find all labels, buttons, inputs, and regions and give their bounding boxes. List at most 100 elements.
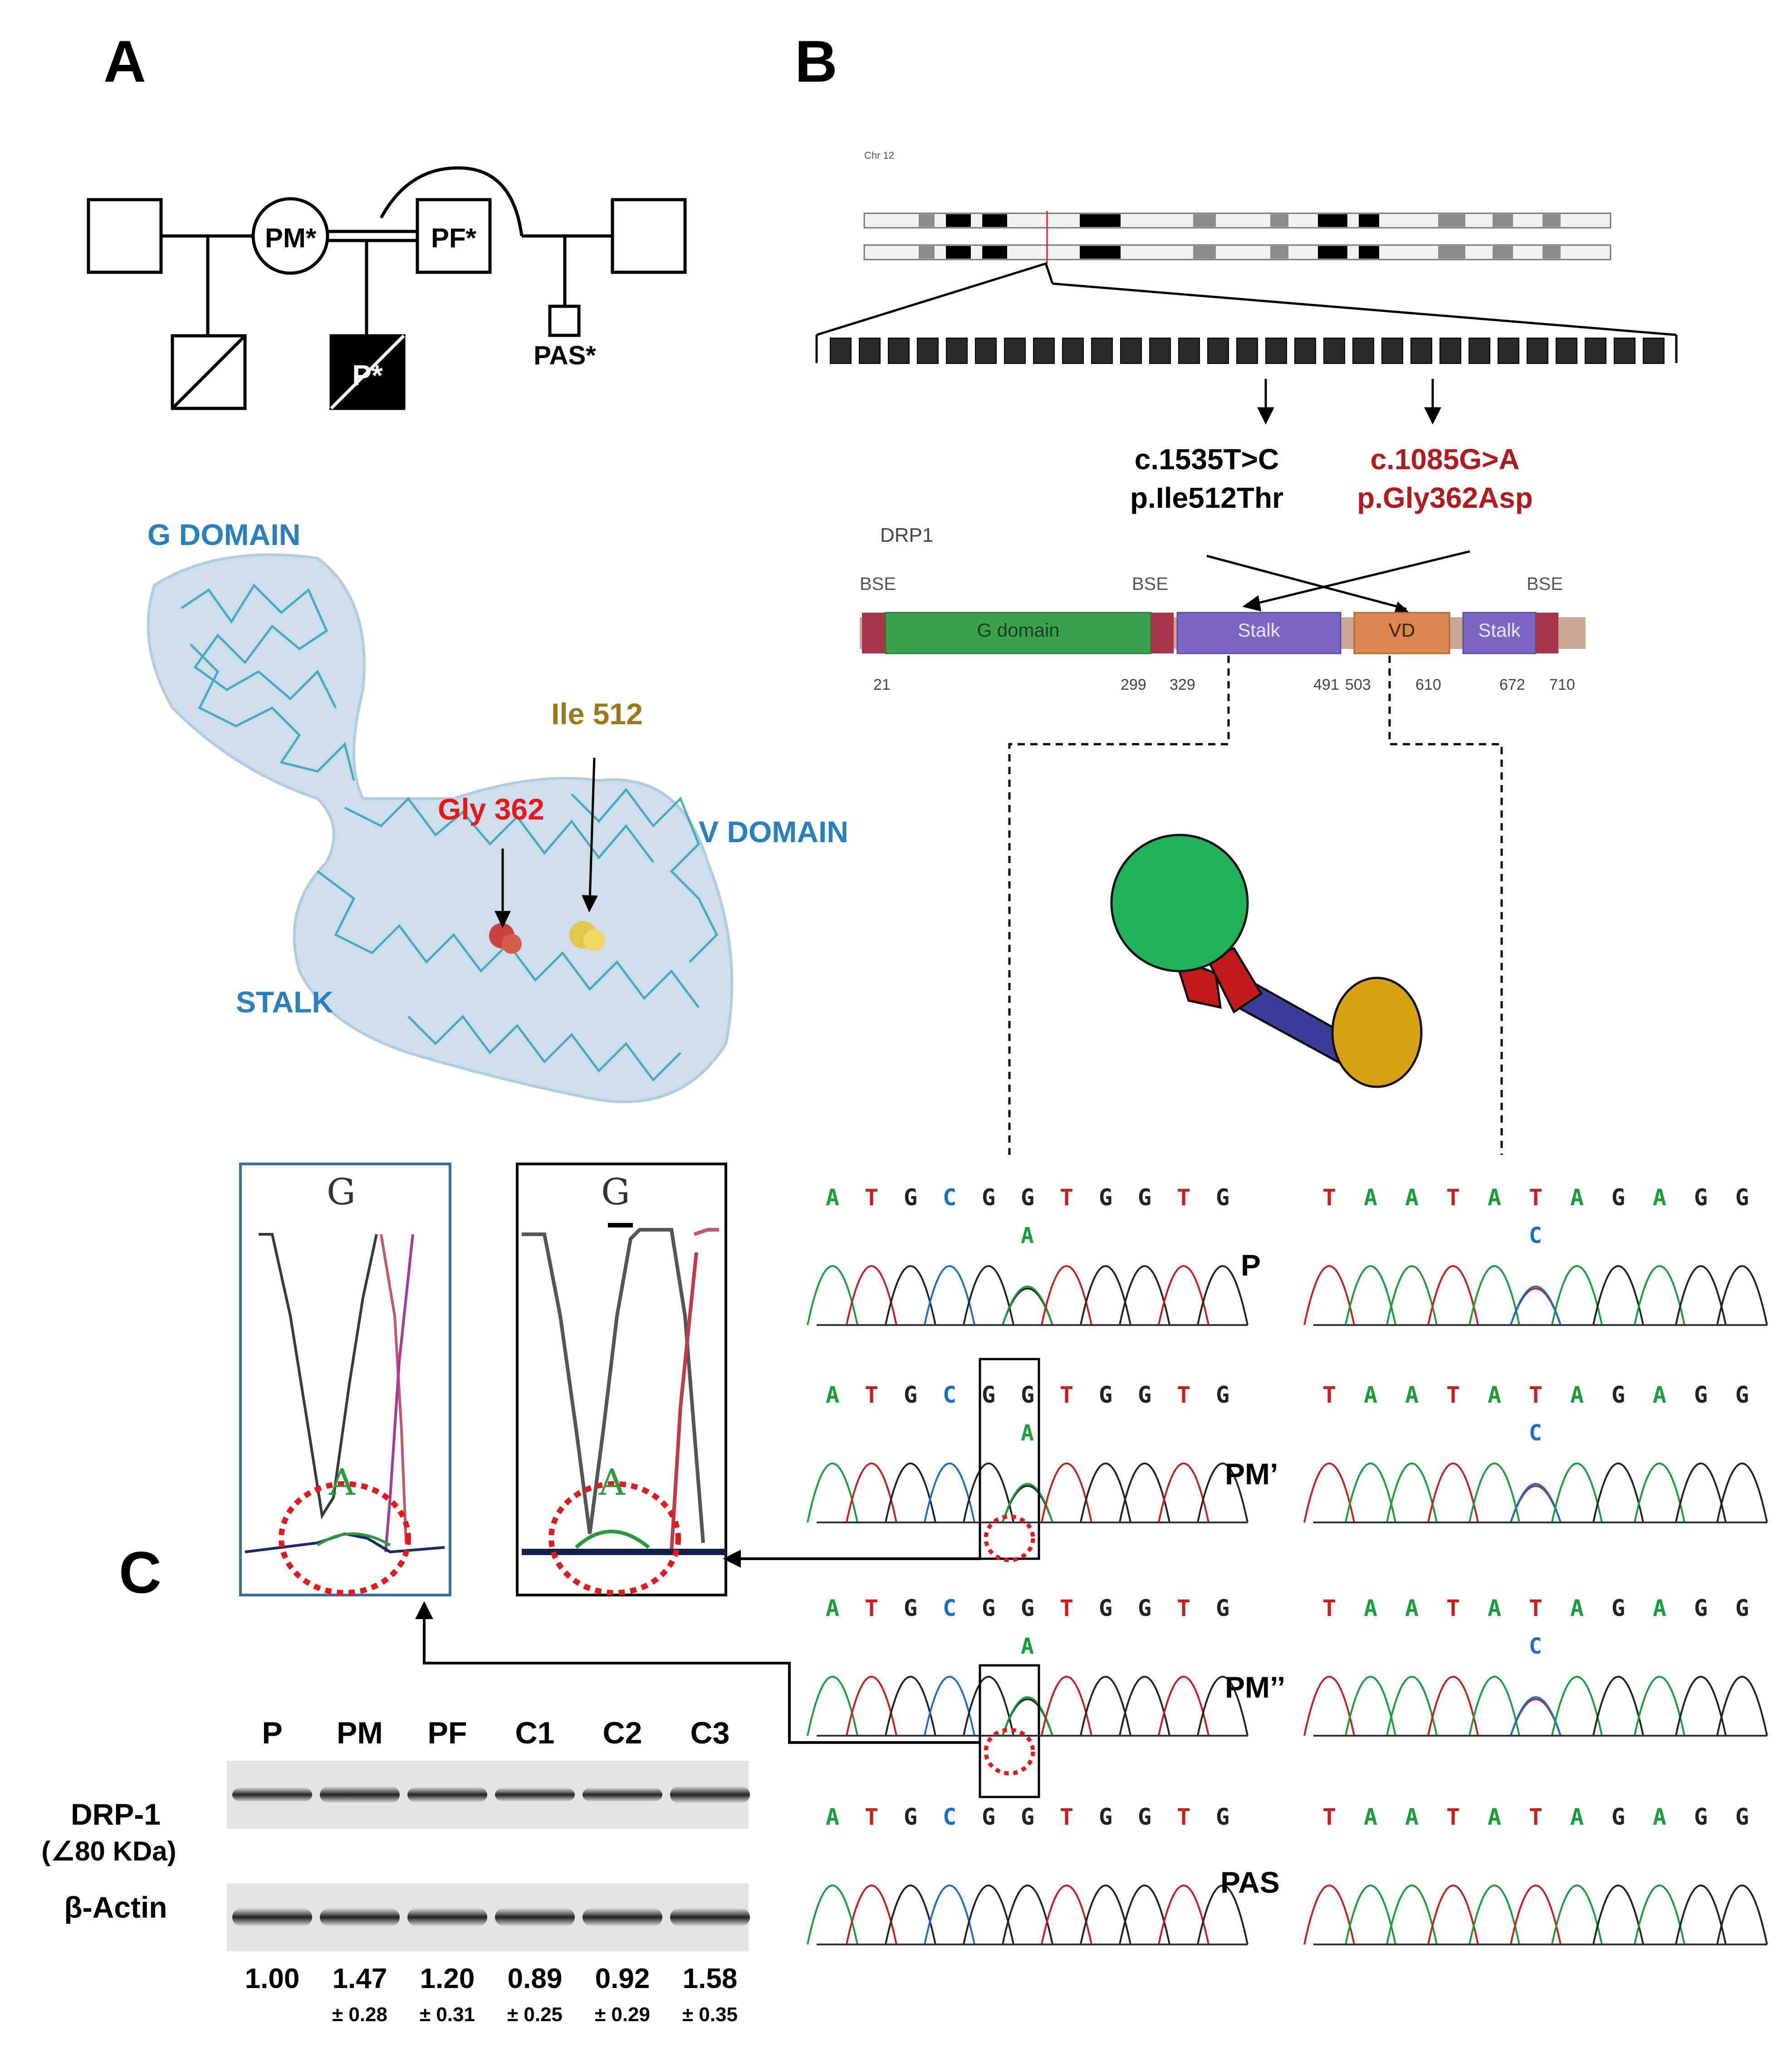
drp1-vd: VD [1388,619,1415,641]
drp1-bse-2: BSE [1132,574,1169,594]
structure-stalk-label: STALK [236,985,334,1019]
trace-peak [1345,1463,1396,1523]
trace-peak [924,1885,975,1945]
trace-peak [1551,1676,1603,1736]
seq-base: G [1694,1595,1708,1621]
zoom-right-ref-base: G [601,1171,630,1213]
trace-peak [1345,1676,1396,1736]
drp1-bse-1: BSE [860,574,896,594]
seq-base: T [1446,1595,1460,1621]
trace-peak [885,1676,936,1736]
trace-peak [846,1463,897,1523]
wb-lane-label: C1 [515,1716,555,1750]
trace-alt-peak [1510,1696,1562,1736]
chromosome-label: Chr 12 [864,150,895,161]
trace-peak [1119,1885,1170,1945]
mutation-1-cdna: c.1535T>C [1134,443,1279,476]
seq-base: T [1529,1184,1543,1211]
trace-peak [807,1885,858,1945]
trace-peak [846,1265,897,1325]
wb-lane-label: C2 [602,1716,642,1750]
seq-base: T [1446,1184,1460,1211]
structure-gly362-label: Gly 362 [438,792,544,826]
wb-quant-value: 1.58 [682,1963,738,1994]
trace-peak [1197,1676,1249,1736]
wb-quant-error: ± 0.29 [594,2003,650,2026]
seq-base: G [904,1804,918,1830]
seq-base: A [1364,1184,1378,1211]
panel-label-c: C [119,1539,162,1605]
trace-peak [1197,1463,1249,1523]
trace-peak [1080,1265,1131,1325]
trace-peak [885,1265,936,1325]
seq-base: T [1060,1184,1074,1211]
drp1-stalk-2: Stalk [1478,619,1521,641]
seq-base: G [1216,1382,1230,1408]
trace-variant-circle [984,1728,1035,1776]
seq-base: G [982,1804,996,1830]
wb-actin-band [495,1908,575,1926]
seq-base: A [1488,1184,1502,1211]
seq-alt-base: C [1529,1223,1542,1248]
wb-lane-label: PF [427,1716,467,1750]
seq-base: A [1405,1595,1419,1621]
seq-base: T [1060,1804,1074,1830]
trace-peak [1386,1676,1438,1736]
seq-base: A [1364,1804,1378,1830]
trace-peak [1675,1265,1727,1325]
seq-base: T [865,1595,879,1621]
wb-drp1-band [320,1786,400,1803]
seq-base: G [1216,1595,1230,1621]
wb-quant-value: 1.00 [245,1963,300,1994]
trace-peak [963,1265,1014,1325]
seq-base: G [1099,1184,1113,1211]
drp1-pos-672: 672 [1499,676,1525,693]
trace-peak [885,1463,936,1523]
seq-base: A [826,1595,840,1621]
trace-peak [1634,1463,1685,1523]
trace-peak [1386,1463,1438,1523]
mutation-1-protein: p.Ile512Thr [1130,481,1283,514]
seq-base: A [1405,1382,1419,1408]
row-label-pas: PAS [1220,1865,1280,1899]
seq-base: T [1177,1382,1191,1408]
trace-peak [1551,1463,1603,1523]
seq-base: T [865,1382,879,1408]
seq-base: G [1694,1184,1708,1211]
seq-base: G [1099,1595,1113,1621]
trace-peak [1427,1676,1479,1736]
drp1-pos-491: 491 [1313,676,1339,693]
seq-base: T [1322,1595,1337,1621]
drp1-pos-710: 710 [1549,676,1575,693]
wb-drp1-band [232,1787,312,1802]
seq-base: A [1570,1595,1584,1621]
trace-peak [1197,1265,1249,1325]
wb-lane-label: PM [337,1716,383,1750]
zoom-left-alt-base: A [329,1461,355,1503]
seq-base: G [1099,1382,1113,1408]
seq-base: G [982,1382,996,1408]
pedigree-proband-label: P* [352,359,383,392]
trace-peak [1675,1463,1727,1523]
structure-v-domain-label: V DOMAIN [699,815,848,849]
trace-peak [924,1463,975,1523]
seq-base: A [1653,1382,1667,1408]
seq-base: T [1446,1382,1460,1408]
trace-peak [1386,1885,1438,1945]
seq-base: T [865,1804,879,1830]
wb-drp1-band [583,1787,662,1802]
seq-base: A [1653,1804,1667,1830]
trace-peak [846,1676,897,1736]
trace-peak [1119,1463,1170,1523]
wb-drp1-kda: (∠80 KDa) [41,1836,176,1866]
wb-quant-value: 0.89 [507,1963,563,1994]
seq-base: G [1694,1382,1708,1408]
trace-peak [1427,1885,1479,1945]
wb-drp1-band [407,1787,487,1802]
seq-base: T [1177,1184,1191,1211]
trace-peak [1469,1885,1520,1945]
